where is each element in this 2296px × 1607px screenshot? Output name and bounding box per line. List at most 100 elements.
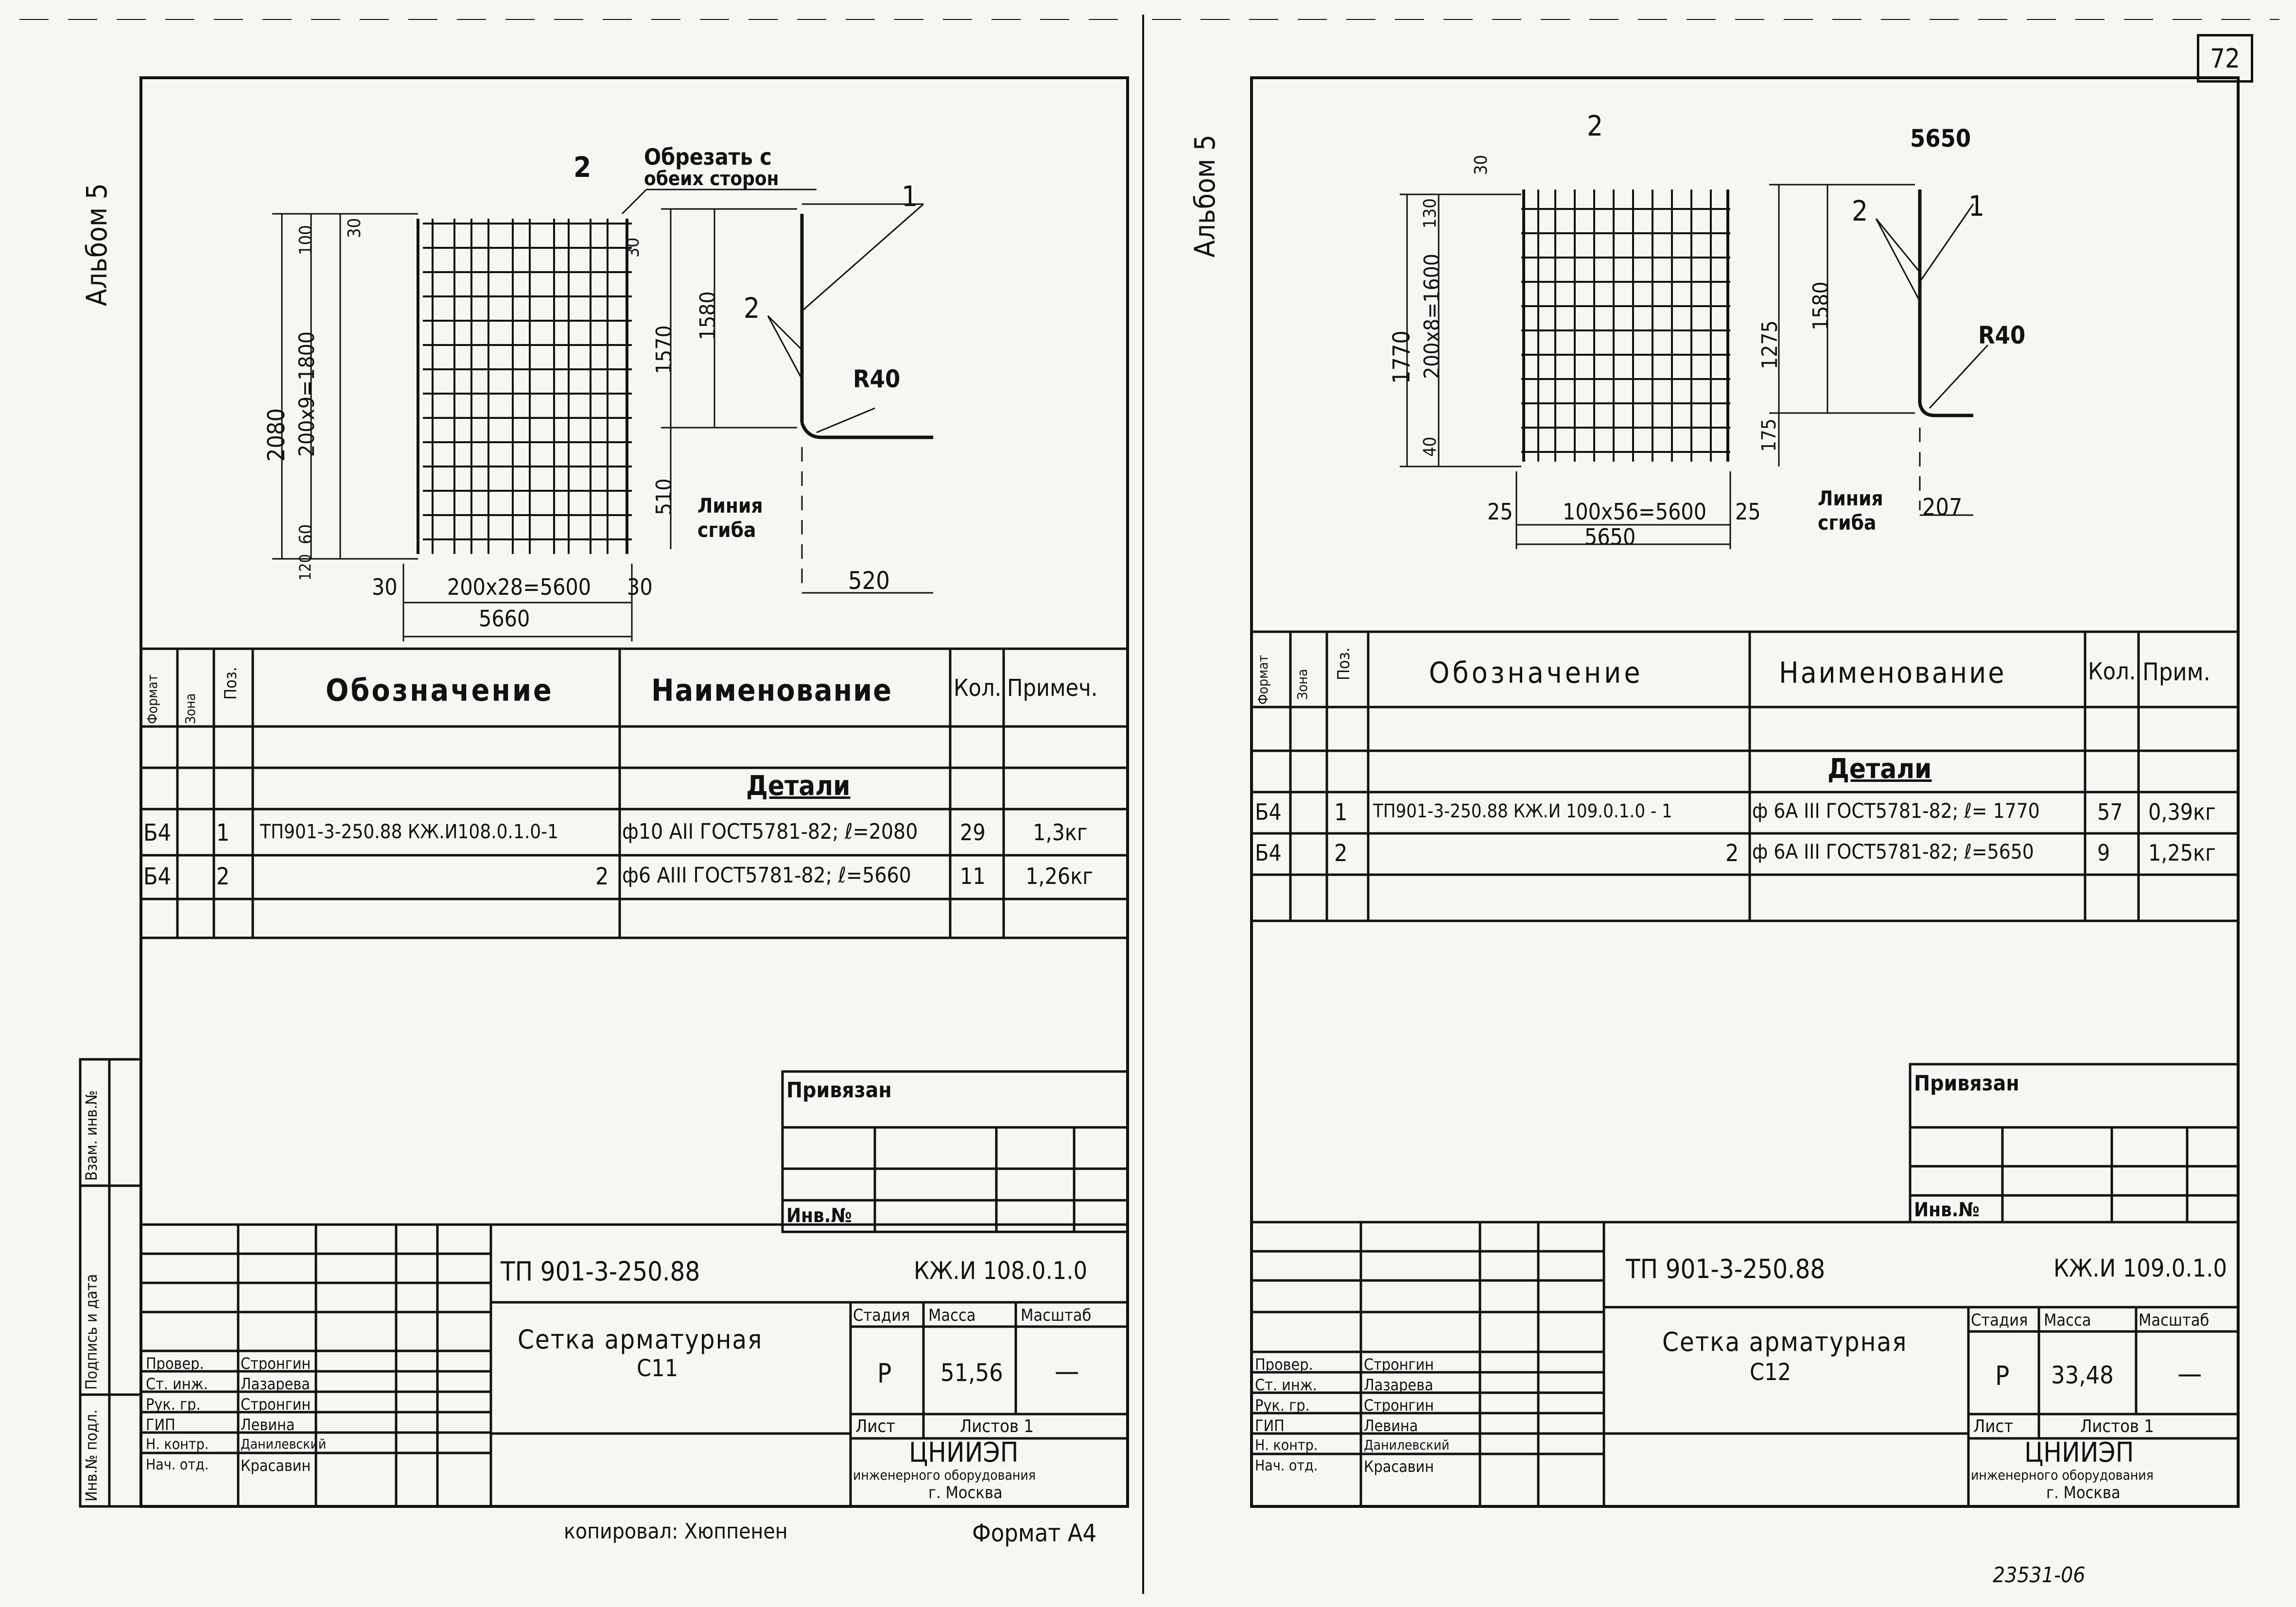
dim-130: 130 [1420,198,1440,228]
sheets-label-left: Листов 1 [960,1417,1034,1436]
scale-left: — [1055,1356,1079,1387]
signer-name-right: Стронгин [1364,1396,1434,1415]
row1-format-right: Б4 [1255,799,1282,825]
callout-2-top-right: 2 [1587,109,1603,142]
sheets-label-right: Листов 1 [2080,1417,2154,1436]
dim-30-top: 30 [345,218,365,238]
dim-100: 100 [296,225,316,255]
mesh-c11 [417,219,632,554]
org-right-3: г. Москва [2046,1483,2121,1503]
col-qty: Кол. [954,674,1002,702]
mass-left: 51,56 [940,1359,1003,1387]
dim-200x28: 200x28=5600 [447,574,591,600]
stamp-sign-date: Подпись и дата [82,1274,101,1390]
title-left: Сетка арматурная [518,1324,763,1355]
signer-name-right: Красавин [1364,1457,1434,1476]
mass-label-left: Масса [928,1306,976,1325]
row1-pos-right: 1 [1334,799,1348,826]
signer-role-right: Нач. отд. [1255,1457,1318,1474]
col-format-right: Формат [1255,655,1271,705]
dim-100x56: 100x56=5600 [1563,499,1707,525]
signer-name-left: Стронгин [241,1395,311,1414]
cut-note-line1: Обрезать с [644,144,772,170]
org-left-2: инженерного оборудования [853,1467,1036,1483]
row2-designation: 2 [595,863,609,890]
signer-role-left: Ст. инж. [146,1375,208,1393]
signer-role-right: Ст. инж. [1255,1376,1317,1394]
dim-5660: 5660 [479,605,530,632]
dim-1275: 1275 [1757,320,1782,369]
col-designation: Обозначение [326,673,554,708]
row2-pos: 2 [216,863,230,890]
col-name: Наименование [651,673,893,708]
bend-line-label-right-2: сгиба [1818,511,1877,535]
format-a4: Формат А4 [972,1519,1097,1547]
col-name-right: Наименование [1779,656,2006,690]
signer-role-right: ГИП [1255,1417,1285,1435]
section-details: Детали [746,770,851,802]
row2-format: Б4 [143,863,172,890]
scale-label-left: Масштаб [1021,1306,1092,1325]
col-note: Примеч. [1007,674,1098,702]
signer-name-right: Левина [1364,1417,1418,1435]
row2-format-right: Б4 [1255,840,1282,866]
row1-name: ф10 АII ГОСТ5781-82; ℓ=2080 [622,819,918,844]
row1-qty-right: 57 [2097,799,2123,825]
scale-right: — [2177,1358,2202,1390]
footer-code: 23531-06 [1993,1563,2086,1588]
row1-qty: 29 [960,819,986,846]
dim-1570: 1570 [652,325,677,374]
org-left-3: г. Москва [928,1483,1003,1503]
bend-line-label-right: Линия [1818,486,1883,510]
dim-60: 60 [296,524,316,544]
title-right: Сетка арматурная [1662,1327,1908,1357]
sheet-number: 72 [2197,34,2253,83]
signer-name-right: Данилевский [1364,1437,1450,1453]
dim-30-right: 30 [623,237,643,258]
row1-note-right: 0,39кг [2148,799,2216,825]
stage-label-left: Стадия [853,1306,910,1325]
mass-right: 33,48 [2051,1361,2114,1389]
org-left: ЦНИИЭП [909,1437,1019,1469]
stamp-vzam: Взам. инв.№ [82,1090,101,1181]
album-label-left: Альбом 5 [80,183,113,306]
row1-designation: ТП901-3-250.88 КЖ.И108.0.1.0-1 [260,821,559,843]
signer-role-left: Нач. отд. [146,1456,209,1473]
doc-number-right: ТП 901-3-250.88 [1626,1254,1826,1284]
callout-2-side: 2 [744,292,760,325]
dim-200x9: 200x9=1800 [295,331,319,457]
signer-name-left: Стронгин [241,1354,311,1373]
row1-name-right: ф 6А III ГОСТ5781-82; ℓ= 1770 [1752,799,2040,823]
row2-note-right: 1,25кг [2148,840,2216,866]
signer-role-left: Н. контр. [146,1436,209,1453]
doc-code-right: КЖ.И 109.0.1.0 [2053,1254,2227,1282]
bend-line-label: Линия [697,494,763,518]
inv-no-left: Инв.№ [786,1205,852,1227]
dim-30-top-right: 30 [1471,155,1491,175]
dim-1770: 1770 [1388,330,1415,384]
dim-5650: 5650 [1584,524,1636,550]
signer-name-left: Данилевский [241,1436,327,1452]
sheet-label-left: Лист [855,1417,896,1436]
callout-1: 1 [902,180,918,213]
callout-2-side-right: 2 [1852,194,1868,227]
dim-40: 40 [1420,436,1440,457]
signer-role-right: Провер. [1255,1355,1313,1374]
stamp-inv-podl: Инв.№ подл. [82,1409,101,1502]
dim-r40-right: R40 [1978,321,2026,349]
sheet-label-right: Лист [1973,1417,2014,1436]
col-note-right: Прим. [2142,658,2210,686]
row1-pos: 1 [216,819,230,847]
privyazan-right: Привязан [1914,1071,2019,1096]
row2-qty: 11 [960,863,986,889]
bend-line-label-2: сгиба [697,518,756,542]
dim-175: 175 [1758,418,1780,452]
doc-code-left: КЖ.И 108.0.1.0 [914,1257,1088,1285]
section-details-right: Детали [1827,753,1932,785]
col-zone: Зона [182,693,198,724]
stage-left: Р [877,1358,892,1389]
cut-note-line2: обеих сторон [644,168,779,190]
dim-207: 207 [1922,494,1963,521]
row2-name: ф6 АIII ГОСТ5781-82; ℓ=5660 [622,863,911,888]
row2-designation-right: 2 [1725,840,1739,867]
